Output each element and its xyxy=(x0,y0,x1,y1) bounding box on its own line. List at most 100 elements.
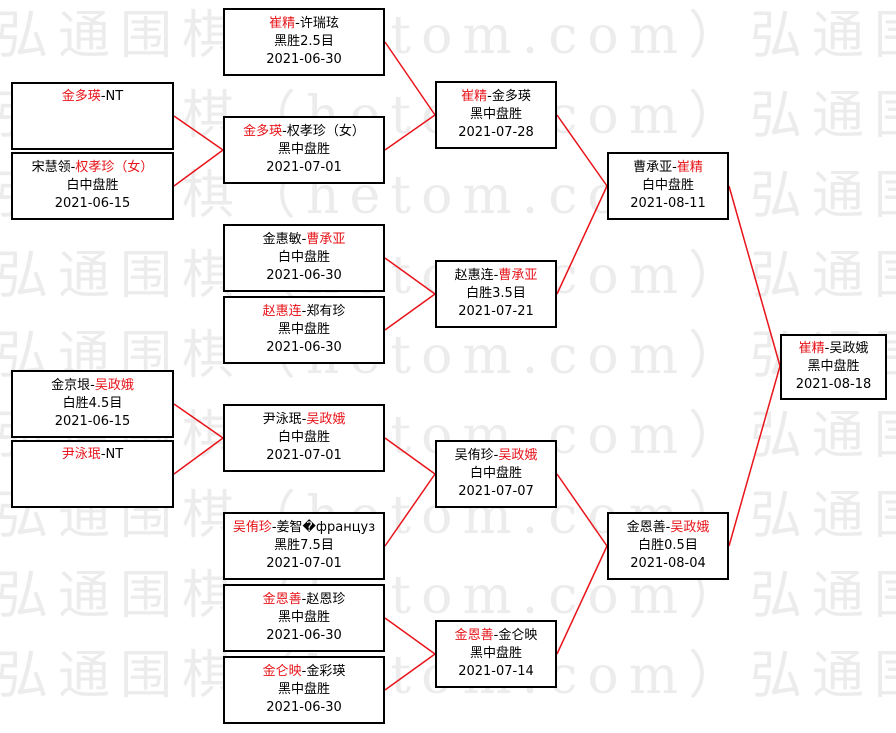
connector xyxy=(728,365,781,547)
connector xyxy=(384,437,436,475)
players: 金惠敏-曹承亚 xyxy=(262,232,346,247)
match-r2-1: 崔精-许瑞玹 黑胜2.5目 2021-06-30 xyxy=(223,8,385,76)
match-date: 2021-06-30 xyxy=(266,628,342,643)
match-date: 2021-07-07 xyxy=(458,484,534,499)
player-1: 尹泳珉 xyxy=(61,447,101,462)
player-1: 崔精 xyxy=(269,16,296,31)
match-date: 2021-06-30 xyxy=(266,340,342,355)
player-1: 金惠敏 xyxy=(262,232,302,247)
connector xyxy=(384,114,436,151)
player-2: NT xyxy=(105,447,124,462)
match-r3-2: 赵惠连-曹承亚 白胜3.5目 2021-07-21 xyxy=(435,260,557,328)
player-1: 吴侑珍 xyxy=(232,520,272,535)
match-date: 2021-06-30 xyxy=(266,268,342,283)
connector xyxy=(384,473,436,547)
connector xyxy=(173,115,224,151)
player-1: 宋慧领 xyxy=(31,160,71,175)
match-date: 2021-07-14 xyxy=(458,664,534,679)
connector xyxy=(728,185,781,367)
player-1: 金仑映 xyxy=(262,664,302,679)
player-2: 金彩瑛 xyxy=(306,664,346,679)
match-date: 2021-08-18 xyxy=(795,377,872,392)
connector xyxy=(384,41,436,116)
player-1: 尹泳珉 xyxy=(262,412,302,427)
players: 金恩善-吴政娥 xyxy=(626,520,710,535)
match-result: 黑中盘胜 xyxy=(469,646,522,661)
player-2: 吴政娥 xyxy=(498,448,538,463)
connector xyxy=(173,437,224,475)
match-result: 黑胜2.5目 xyxy=(274,34,334,49)
player-2: 曹承亚 xyxy=(498,268,538,283)
connector xyxy=(556,473,608,547)
player-1: 赵惠连 xyxy=(262,304,302,319)
players: 金恩善-赵恩珍 xyxy=(262,592,346,607)
match-r2-7: 金恩善-赵恩珍 黑中盘胜 2021-06-30 xyxy=(223,584,385,652)
match-r2-8: 金仑映-金彩瑛 黑中盘胜 2021-06-30 xyxy=(223,656,385,724)
match-result: 黑中盘胜 xyxy=(277,682,330,697)
match-result: 白中盘胜 xyxy=(66,178,119,193)
match-date: 2021-06-30 xyxy=(266,700,342,715)
match-result: 黑中盘胜 xyxy=(277,142,330,157)
player-2: 曹承亚 xyxy=(306,232,346,247)
connector xyxy=(556,185,608,295)
connector xyxy=(384,653,436,691)
connector xyxy=(384,257,436,295)
player-2: 郑有珍 xyxy=(306,304,346,319)
player-1: 崔精 xyxy=(798,341,825,356)
players: 金多瑛-NT xyxy=(61,89,124,104)
player-2: 金仑映 xyxy=(498,628,538,643)
match-r1-3: 金多瑛-NT xyxy=(11,82,174,150)
match-result: 白中盘胜 xyxy=(641,178,694,193)
player-2: 吴政娥 xyxy=(829,341,869,356)
player-2: 金多瑛 xyxy=(491,89,531,104)
players: 崔精-金多瑛 xyxy=(461,89,531,104)
match-date: 2021-07-21 xyxy=(458,304,534,319)
match-date: 2021-06-30 xyxy=(266,52,342,67)
player-2: 崔精 xyxy=(676,160,703,175)
connector xyxy=(384,617,436,655)
players: 金仑映-金彩瑛 xyxy=(262,664,346,679)
match-r2-6: 吴侑珍-姜智�француз 黑胜7.5目 2021-07-01 xyxy=(223,512,385,580)
match-r2-4: 赵惠连-郑有珍 黑中盘胜 2021-06-30 xyxy=(223,296,385,364)
match-date: 2021-08-11 xyxy=(630,196,706,211)
match-final: 崔精-吴政娥 黑中盘胜 2021-08-18 xyxy=(780,334,887,400)
player-2: 吴政娥 xyxy=(670,520,710,535)
match-date: 2021-08-04 xyxy=(630,556,706,571)
players: 吴侑珍-吴政娥 xyxy=(454,448,538,463)
player-2: 权孝珍（女） xyxy=(75,160,154,175)
match-result: 黑中盘胜 xyxy=(469,107,522,122)
players: 金多瑛-权孝珍（女） xyxy=(243,124,365,139)
players: 尹泳珉-吴政娥 xyxy=(262,412,346,427)
match-date: 2021-07-01 xyxy=(266,556,342,571)
player-2: NT xyxy=(105,89,124,104)
player-1: 赵惠连 xyxy=(454,268,494,283)
players: 赵惠连-曹承亚 xyxy=(454,268,538,283)
match-result: 白胜3.5目 xyxy=(466,286,526,301)
players: 曹承亚-崔精 xyxy=(633,160,703,175)
match-r1-1: 宋慧领-权孝珍（女） 白中盘胜 2021-06-15 xyxy=(11,152,174,220)
connector xyxy=(556,545,608,655)
player-1: 金京垠 xyxy=(51,378,91,393)
match-result: 黑中盘胜 xyxy=(277,610,330,625)
match-r3-3: 吴侑珍-吴政娥 白中盘胜 2021-07-07 xyxy=(435,440,557,508)
players: 崔精-吴政娥 xyxy=(798,341,869,356)
connector xyxy=(173,403,224,439)
player-2: 吴政娥 xyxy=(306,412,346,427)
match-result: 黑中盘胜 xyxy=(277,322,330,337)
match-r2-3: 金惠敏-曹承亚 白中盘胜 2021-06-30 xyxy=(223,224,385,292)
players: 崔精-许瑞玹 xyxy=(269,16,339,31)
player-2: 吴政娥 xyxy=(94,378,134,393)
player-1: 金恩善 xyxy=(262,592,302,607)
match-result: 黑胜7.5目 xyxy=(274,538,334,553)
match-r4-1: 曹承亚-崔精 白中盘胜 2021-08-11 xyxy=(607,152,729,220)
players: 赵惠连-郑有珍 xyxy=(262,304,346,319)
connector xyxy=(384,293,436,331)
match-date: 2021-07-28 xyxy=(458,125,534,140)
player-2: 赵恩珍 xyxy=(306,592,346,607)
match-r1-2: 金京垠-吴政娥 白胜4.5目 2021-06-15 xyxy=(11,370,174,438)
player-1: 吴侑珍 xyxy=(454,448,494,463)
player-2: 权孝珍（女） xyxy=(286,124,365,139)
match-result: 白胜0.5目 xyxy=(638,538,698,553)
player-1: 曹承亚 xyxy=(633,160,673,175)
